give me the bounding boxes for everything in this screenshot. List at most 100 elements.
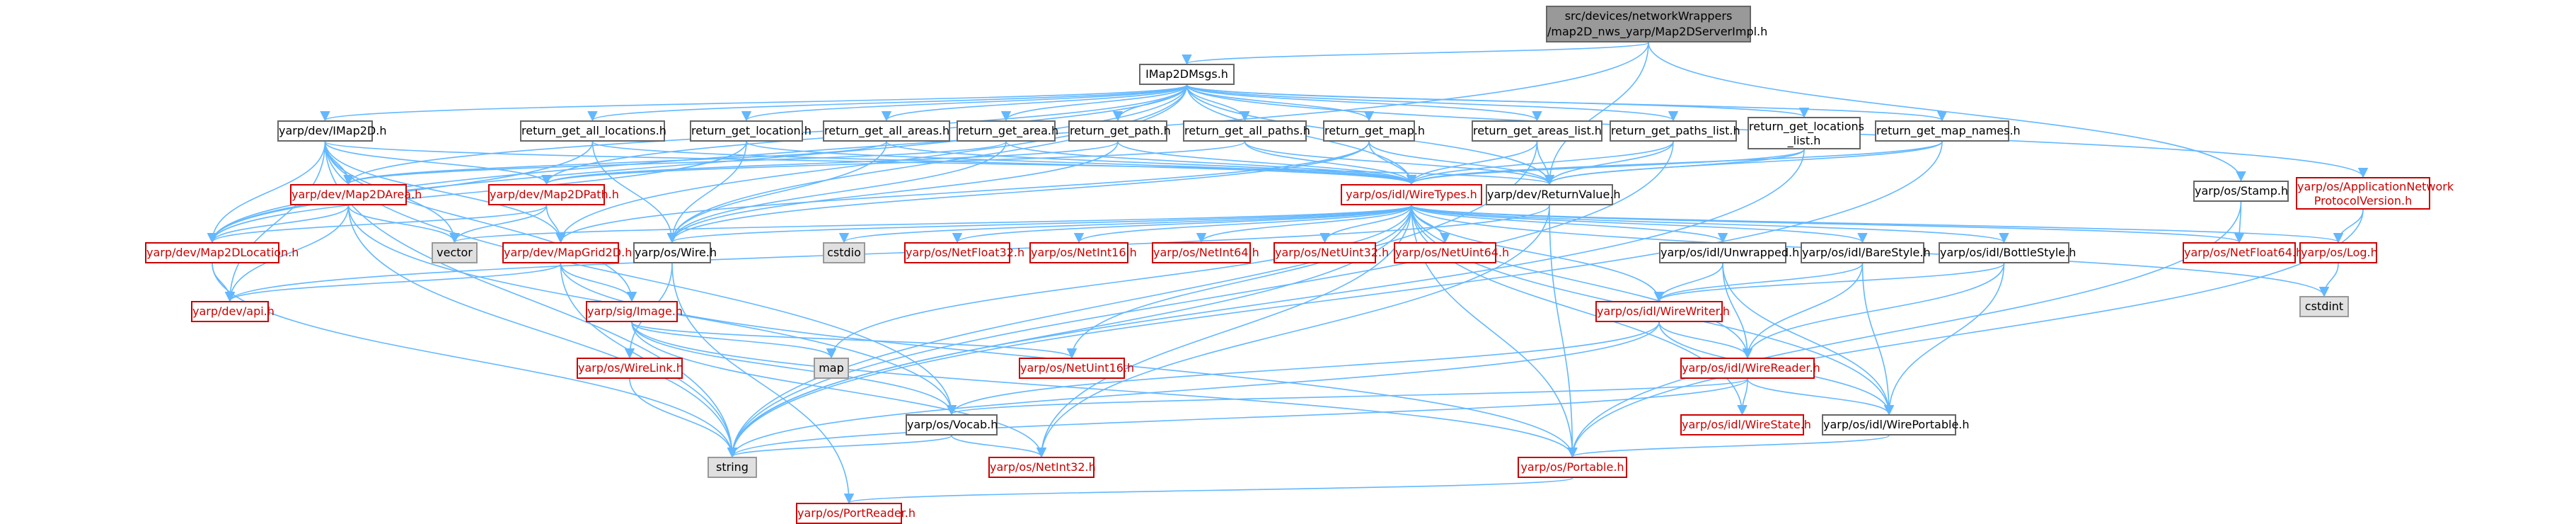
- edge-map2darea-to-api: [224, 205, 350, 302]
- node-portreader[interactable]: yarp/os/PortReader.h: [796, 503, 916, 524]
- node-label: return_get_all_paths.h: [1184, 124, 1310, 137]
- edge-imap2dmsgs-to-imap2d: [320, 84, 1188, 122]
- node-retval[interactable]: yarp/dev/ReturnValue.h: [1486, 184, 1621, 205]
- edge-wiretypes-to-unwrapped: [1411, 205, 1728, 244]
- node-imap2dmsgs[interactable]: IMap2DMsgs.h: [1139, 64, 1235, 85]
- node-unwrapped[interactable]: yarp/os/idl/Unwrapped.h: [1659, 242, 1800, 263]
- node-r-loc[interactable]: return_get_location.h: [690, 120, 812, 142]
- node-wirereader[interactable]: yarp/os/idl/WireReader.h: [1680, 358, 1820, 379]
- node-label: return_get_all_areas.h: [824, 124, 950, 137]
- node-stamp[interactable]: yarp/os/Stamp.h: [2193, 181, 2289, 202]
- node-label: return_get_path.h: [1070, 124, 1171, 137]
- node-ni32[interactable]: yarp/os/NetInt32.h: [988, 457, 1096, 478]
- node-barestyle[interactable]: yarp/os/idl/BareStyle.h: [1801, 242, 1931, 263]
- edge-r_loc-to-wire: [666, 141, 747, 244]
- node-ni16[interactable]: yarp/os/NetInt16.h: [1029, 242, 1137, 263]
- node-r-path[interactable]: return_get_path.h: [1068, 120, 1171, 142]
- node-r-all-areas[interactable]: return_get_all_areas.h: [823, 120, 950, 142]
- node-label: yarp/os/ApplicationNetwork: [2297, 180, 2454, 193]
- node-r-all-paths[interactable]: return_get_all_paths.h: [1183, 120, 1310, 142]
- node-vocab[interactable]: yarp/os/Vocab.h: [906, 414, 998, 435]
- node-portable[interactable]: yarp/os/Portable.h: [1518, 457, 1627, 478]
- edge-imap2dmsgs-to-r_all_loc: [587, 84, 1188, 122]
- node-label: yarp/os/idl/WireReader.h: [1682, 361, 1820, 375]
- node-r-locs-list[interactable]: return_get_locations_list.h: [1748, 117, 1864, 149]
- edge-r_path-to-wire: [666, 141, 1119, 244]
- edge-wiretypes-to-log: [1411, 205, 2343, 244]
- node-map2dpath[interactable]: yarp/dev/Map2DPath.h: [488, 184, 619, 205]
- edge-wirereader-to-wireportable: [1747, 378, 1895, 416]
- node-api[interactable]: yarp/dev/api.h: [191, 301, 275, 322]
- edge-image-to-portable: [631, 321, 1578, 458]
- edge-vocab-to-string: [727, 435, 952, 458]
- edge-imap2dmsgs-to-r_paths_list: [1186, 84, 1678, 122]
- edge-retval-to-portable: [1549, 205, 1578, 458]
- node-nu32[interactable]: yarp/os/NetUint32.h: [1273, 242, 1389, 263]
- node-nu16[interactable]: yarp/os/NetUint16.h: [1019, 358, 1134, 379]
- node-map2dloc[interactable]: yarp/dev/Map2DLocation.h: [145, 242, 299, 263]
- node-map[interactable]: map: [814, 358, 849, 379]
- node-imap2d[interactable]: yarp/dev/IMap2D.h: [277, 120, 386, 142]
- node-r-map[interactable]: return_get_map.h: [1323, 120, 1425, 142]
- node-image[interactable]: yarp/sig/Image.h: [586, 301, 683, 322]
- edge-wirelink-to-string: [629, 378, 738, 458]
- edge-imap2dmsgs-to-r_map: [1186, 84, 1375, 122]
- node-cstdio[interactable]: cstdio: [823, 242, 865, 263]
- node-r-paths-list[interactable]: return_get_paths_list.h: [1610, 120, 1740, 142]
- edge-wirewriter-to-vocab: [947, 321, 1660, 416]
- edge-map2dpath-to-mapgrid: [545, 205, 566, 244]
- edge-map2dpath-to-map2dloc: [207, 205, 548, 244]
- node-wiretypes[interactable]: yarp/os/idl/WireTypes.h: [1341, 184, 1482, 205]
- node-label: return_get_map_names.h: [1876, 124, 2021, 137]
- edge-unwrapped-to-wirereader: [1722, 263, 1753, 359]
- node-label: map: [819, 361, 844, 375]
- edge-r_paths_list-to-wiretypes: [1406, 141, 1674, 186]
- node-nf32[interactable]: yarp/os/NetFloat32.h: [904, 242, 1025, 263]
- edge-r_all_areas-to-wire: [666, 141, 887, 244]
- node-wirestate[interactable]: yarp/os/idl/WireState.h: [1680, 414, 1811, 435]
- node-bottlestyle[interactable]: yarp/os/idl/BottleStyle.h: [1939, 242, 2076, 263]
- node-r-all-loc[interactable]: return_get_all_locations.h: [520, 120, 666, 142]
- edge-r_all_paths-to-wiretypes: [1244, 141, 1417, 186]
- node-label: yarp/dev/Map2DArea.h: [291, 188, 422, 201]
- node-nf64[interactable]: yarp/os/NetFloat64.h: [2183, 242, 2303, 263]
- edge-wiretypes-to-barestyle: [1411, 205, 1868, 244]
- edge-r_paths_list-to-string: [727, 141, 1674, 458]
- node-label: yarp/os/idl/WireTypes.h: [1346, 188, 1477, 201]
- node-label: yarp/os/NetFloat32.h: [906, 246, 1025, 259]
- node-label: yarp/os/idl/Unwrapped.h: [1660, 246, 1800, 259]
- edge-imap2dmsgs-to-r_loc: [741, 84, 1188, 122]
- edge-wiretypes-to-ni16: [1074, 205, 1412, 244]
- node-label: yarp/os/WireLink.h: [578, 361, 683, 375]
- node-wire[interactable]: yarp/os/Wire.h: [633, 242, 717, 263]
- node-wirewriter[interactable]: yarp/os/idl/WireWriter.h: [1595, 301, 1730, 322]
- node-label: yarp/os/idl/WireState.h: [1682, 418, 1811, 431]
- edge-log-to-cstdint: [2318, 263, 2339, 297]
- edge-bottlestyle-to-wirereader: [1742, 263, 2005, 359]
- node-ni64[interactable]: yarp/os/NetInt64.h: [1152, 242, 1259, 263]
- node-label: _list.h: [1787, 134, 1821, 147]
- node-r-map-names[interactable]: return_get_map_names.h: [1875, 120, 2021, 142]
- edge-imap2d-to-image: [324, 141, 637, 302]
- node-log[interactable]: yarp/os/Log.h: [2299, 242, 2378, 263]
- node-mapgrid[interactable]: yarp/dev/MapGrid2D.h: [502, 242, 633, 263]
- node-wireportable[interactable]: yarp/os/idl/WirePortable.h: [1822, 414, 1970, 435]
- node-label: yarp/os/Wire.h: [635, 246, 717, 259]
- node-cstdint[interactable]: cstdint: [2299, 296, 2349, 317]
- node-root[interactable]: src/devices/networkWrappers/map2D_nws_ya…: [1546, 6, 1767, 42]
- node-wirelink[interactable]: yarp/os/WireLink.h: [577, 358, 683, 379]
- node-nu64[interactable]: yarp/os/NetUint64.h: [1394, 242, 1509, 263]
- node-label: yarp/os/Stamp.h: [2195, 184, 2289, 198]
- node-string[interactable]: string: [707, 457, 757, 478]
- node-map2darea[interactable]: yarp/dev/Map2DArea.h: [290, 184, 422, 205]
- node-vector[interactable]: vector: [432, 242, 478, 263]
- node-label: cstdint: [2304, 300, 2344, 313]
- edge-wirewriter-to-wirereader: [1658, 321, 1753, 359]
- edge-imap2dmsgs-to-r_areas_list: [1186, 84, 1542, 122]
- node-label: yarp/dev/MapGrid2D.h: [504, 246, 633, 259]
- edge-bottlestyle-to-wirewriter: [1654, 263, 2005, 302]
- node-r-areas-list[interactable]: return_get_areas_list.h: [1472, 120, 1602, 142]
- node-r-area[interactable]: return_get_area.h: [957, 120, 1058, 142]
- edge-imap2dmsgs-to-r_all_areas: [882, 84, 1188, 122]
